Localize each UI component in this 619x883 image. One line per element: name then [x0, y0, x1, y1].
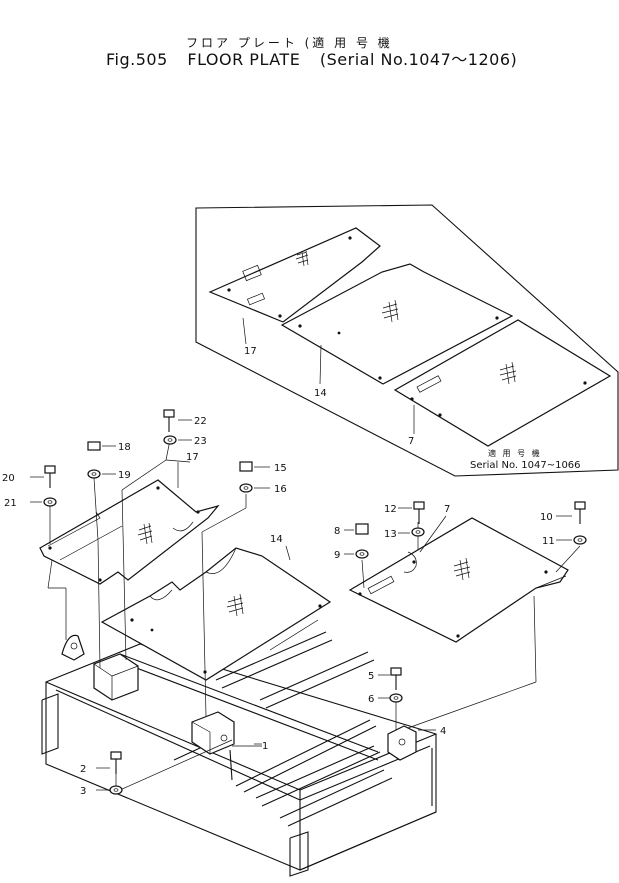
washer-21: [43, 497, 57, 507]
inset-plate-7: [393, 319, 612, 447]
plate-17: [39, 479, 220, 585]
washer-11: [573, 535, 587, 545]
callout-8: 8: [334, 526, 340, 537]
inset-serial-range: Serial No. 1047~1066: [470, 460, 581, 471]
nut-8: [355, 523, 369, 535]
inset-plate-14: [280, 263, 514, 385]
fasteners: [43, 409, 587, 795]
inset-panel: 17 14 7 適 用 号 機 Serial No. 1047~1066: [195, 204, 619, 477]
washer-16: [239, 483, 253, 493]
callout-10: 10: [540, 512, 553, 523]
bracket-left: [93, 653, 139, 701]
washer-3: [109, 785, 123, 795]
callout-14: 14: [270, 534, 283, 545]
inset-callout-7: 7: [408, 436, 414, 447]
callout-19: 19: [118, 470, 131, 481]
bolt-20: [44, 465, 56, 488]
callout-15: 15: [274, 463, 287, 474]
bolt-2: [110, 751, 122, 774]
leader-lines: [47, 439, 581, 791]
figure-number: Fig.505: [106, 50, 168, 69]
washer-23: [163, 435, 177, 445]
callout-5: 5: [368, 671, 374, 682]
nut-15: [239, 461, 253, 472]
washer-13: [411, 527, 425, 537]
washer-6: [389, 693, 403, 703]
inset-serial-jp: 適 用 号 機: [488, 448, 542, 458]
plate-14: [100, 547, 332, 681]
inset-callout-14: 14: [314, 388, 327, 399]
plate-7: [348, 517, 569, 643]
callout-4: 4: [440, 726, 446, 737]
callout-6: 6: [368, 694, 374, 705]
bracket-4: [387, 725, 417, 761]
callout-labels: 1 2 3 4 5 6 7 8 9 10 11 12 13 14 15 16 1…: [2, 416, 572, 797]
callout-18: 18: [118, 442, 131, 453]
nut-18: [87, 441, 101, 451]
serial-range: (Serial No.1047～1206): [319, 50, 518, 69]
callout-7: 7: [444, 504, 450, 515]
clip-left: [61, 634, 85, 661]
callout-12: 12: [384, 504, 397, 515]
bolt-22: [163, 409, 175, 432]
callout-1: 1: [262, 741, 268, 752]
callout-21: 21: [4, 498, 17, 509]
callout-13: 13: [384, 529, 397, 540]
bolt-10: [574, 501, 586, 524]
bolt-5: [390, 667, 402, 690]
callout-2: 2: [80, 764, 86, 775]
callout-17: 17: [186, 452, 199, 463]
bolt-12: [413, 501, 425, 524]
callout-23: 23: [194, 436, 207, 447]
callout-11: 11: [542, 536, 555, 547]
washer-9: [355, 549, 369, 559]
callout-20: 20: [2, 473, 15, 484]
figure-title: Fig.505 FLOOR PLATE (Serial No.1047～1206…: [106, 46, 531, 70]
washer-19: [87, 469, 101, 479]
callout-16: 16: [274, 484, 287, 495]
inset-plate-17: [208, 227, 381, 345]
callout-3: 3: [80, 786, 86, 797]
figure-name: FLOOR PLATE: [187, 50, 301, 69]
callout-22: 22: [194, 416, 207, 427]
inset-callout-17: 17: [244, 346, 257, 357]
figure-title-japanese: フロア プレート (適 用 号 機: [186, 36, 393, 50]
bracket-1: [191, 711, 235, 755]
base-frame: [41, 631, 437, 877]
callout-9: 9: [334, 550, 340, 561]
